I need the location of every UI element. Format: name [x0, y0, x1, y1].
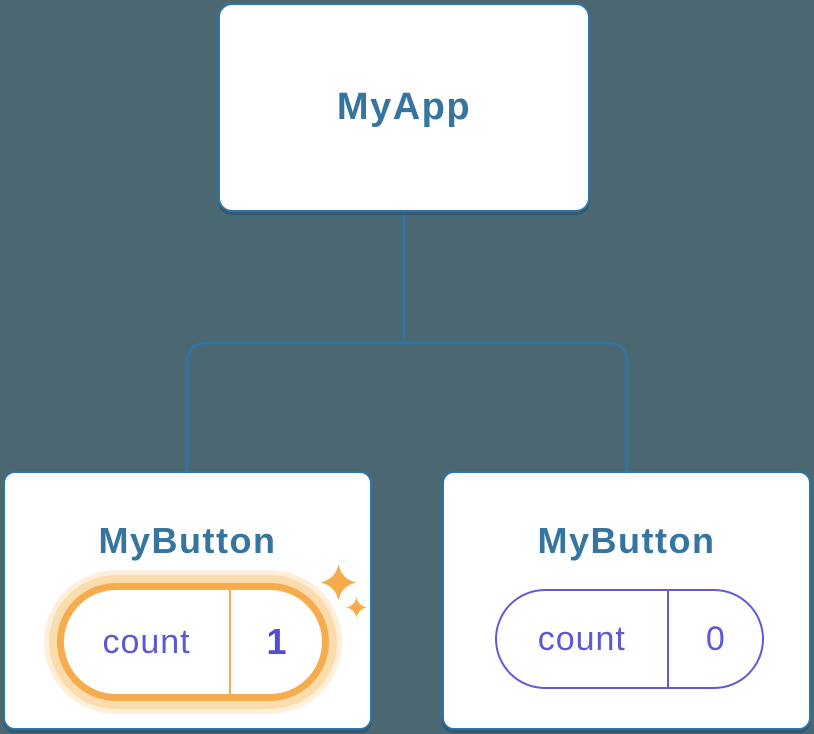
- state-key: count: [537, 619, 626, 658]
- node-mybutton-right: MyButton count 0: [442, 471, 811, 730]
- sparkle-icon: [346, 597, 367, 618]
- state-value: 0: [705, 619, 725, 658]
- state-pill: count 0: [495, 589, 764, 689]
- node-myapp-label: MyApp: [336, 86, 472, 128]
- node-myapp: MyApp: [218, 3, 590, 212]
- state-value: 1: [266, 621, 287, 662]
- node-mybutton-left: MyButton count 1: [3, 471, 372, 730]
- state-key: count: [102, 622, 191, 661]
- state-pill-highlighted: count 1: [57, 583, 329, 701]
- sparkle-icon: [320, 564, 357, 601]
- node-mybutton-right-label: MyButton: [537, 520, 716, 561]
- pill-divider: [229, 590, 232, 694]
- pill-divider: [666, 591, 669, 687]
- node-mybutton-left-label: MyButton: [98, 520, 277, 561]
